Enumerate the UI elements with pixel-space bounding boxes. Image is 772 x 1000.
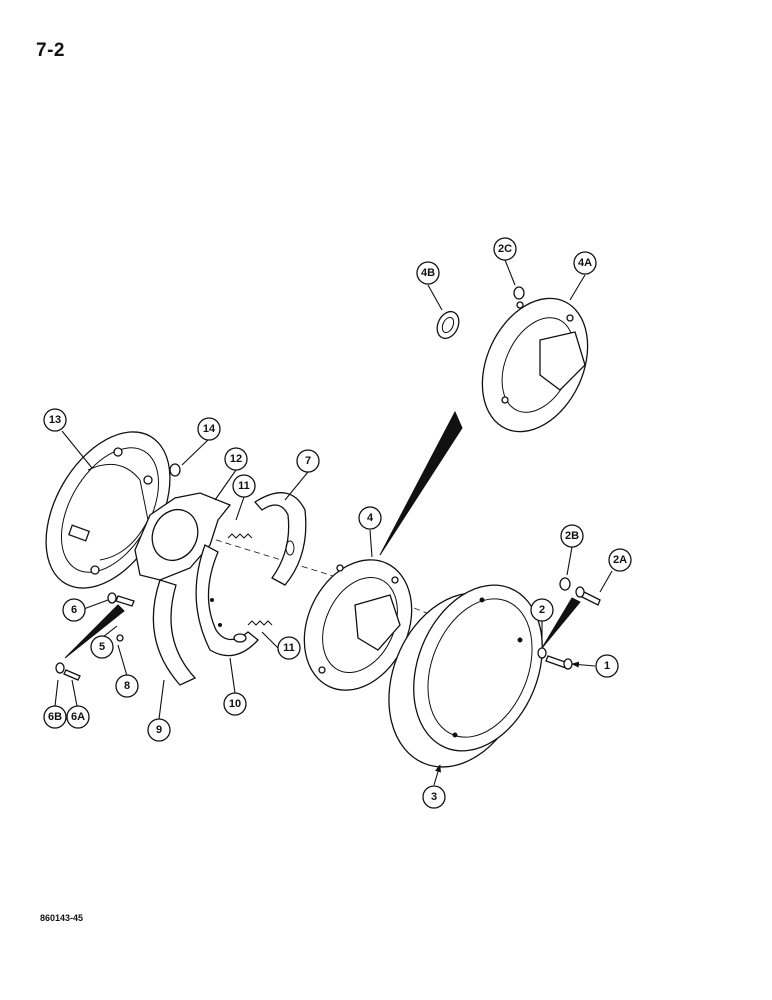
svg-text:7: 7 — [305, 455, 311, 467]
callout-11-upper: 11 — [232, 474, 256, 498]
callout-5: 5 — [90, 635, 114, 659]
callout-12: 12 — [224, 447, 248, 471]
callout-2C: 2C — [493, 237, 517, 261]
washer-6B — [55, 662, 65, 674]
nut-14 — [169, 463, 181, 477]
nut-2B — [559, 577, 571, 591]
bolt-1 — [545, 655, 573, 670]
callout-2A: 2A — [608, 548, 632, 572]
callout-7: 7 — [296, 449, 320, 473]
drum-hub-4A — [481, 297, 589, 433]
svg-text:1: 1 — [604, 660, 610, 672]
washer-6 — [107, 592, 117, 604]
svg-text:11: 11 — [283, 642, 295, 654]
brake-lining — [152, 579, 197, 686]
callout-14: 14 — [197, 417, 221, 441]
view-wedge-right — [541, 597, 581, 649]
view-wedge-left — [64, 604, 125, 659]
svg-text:11: 11 — [238, 480, 250, 492]
page-number: 7-2 — [36, 40, 65, 61]
callout-2B: 2B — [560, 524, 584, 548]
spring-lower — [247, 620, 273, 626]
callout-13: 13 — [43, 408, 67, 432]
svg-text:6B: 6B — [48, 711, 62, 723]
leaders — [54, 259, 613, 786]
svg-text:6A: 6A — [71, 711, 85, 723]
callout-9: 9 — [147, 718, 171, 742]
brake-shoe-10 — [195, 544, 259, 657]
svg-text:13: 13 — [49, 414, 61, 426]
callout-2: 2 — [530, 598, 554, 622]
brake-shoe-7 — [254, 492, 307, 586]
bolt-5 — [115, 595, 135, 607]
callout-6: 6 — [62, 598, 86, 622]
callout-8: 8 — [115, 674, 139, 698]
svg-text:9: 9 — [156, 724, 162, 736]
spring-upper — [227, 533, 253, 539]
svg-text:4: 4 — [367, 512, 374, 524]
nut-2C — [513, 286, 525, 300]
svg-text:14: 14 — [203, 423, 216, 435]
svg-text:3: 3 — [431, 791, 437, 803]
svg-text:6: 6 — [71, 604, 77, 616]
svg-text:4A: 4A — [578, 257, 592, 269]
callout-4A: 4A — [573, 251, 597, 275]
callout-4: 4 — [358, 506, 382, 530]
svg-text:10: 10 — [229, 698, 241, 710]
washer-2 — [537, 647, 547, 659]
svg-text:8: 8 — [124, 680, 130, 692]
callout-10: 10 — [223, 692, 247, 716]
svg-text:12: 12 — [230, 453, 242, 465]
svg-text:5: 5 — [99, 641, 105, 653]
callout-1: 1 — [595, 654, 619, 678]
svg-text:4B: 4B — [421, 267, 435, 279]
bolt-2A — [575, 586, 601, 606]
bolt-6A — [63, 669, 81, 681]
figure-code: 860143-45 — [40, 913, 84, 923]
callout-3: 3 — [422, 785, 446, 809]
callout-6B: 6B — [43, 705, 67, 729]
brake-drum — [388, 584, 543, 768]
callout-4B: 4B — [416, 261, 440, 285]
svg-text:2B: 2B — [565, 530, 579, 542]
svg-text:2: 2 — [539, 604, 545, 616]
svg-text:2C: 2C — [498, 243, 512, 255]
view-wedge-upper — [379, 410, 463, 556]
callout-11-lower: 11 — [277, 636, 301, 660]
seal-4B — [436, 310, 460, 340]
rivet-8 — [116, 634, 124, 642]
lever-plate — [134, 492, 232, 581]
svg-text:2A: 2A — [613, 554, 627, 566]
callout-6A: 6A — [66, 705, 90, 729]
